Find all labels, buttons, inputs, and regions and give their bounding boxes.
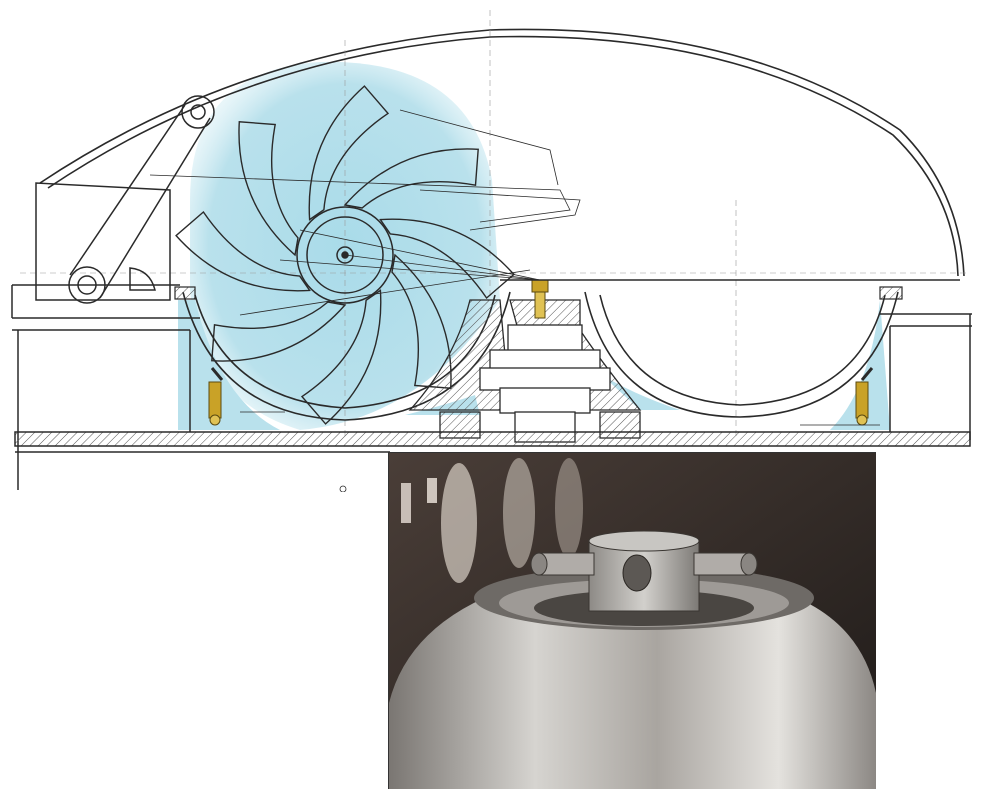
sweep-lines bbox=[149, 109, 581, 316]
dome-lid bbox=[39, 28, 965, 277]
spiral-blades bbox=[175, 85, 515, 425]
spiral-blade bbox=[343, 148, 479, 209]
spiral-blade bbox=[300, 289, 382, 425]
rim-blocks bbox=[174, 286, 903, 300]
base-frame bbox=[11, 279, 972, 490]
rotor-hub bbox=[296, 206, 394, 304]
spiral-blade bbox=[211, 301, 347, 362]
right-bowl bbox=[584, 291, 899, 418]
spiral-blade bbox=[379, 218, 515, 300]
nozzle-block bbox=[530, 530, 758, 612]
technical-drawing bbox=[11, 10, 972, 492]
construction-marks bbox=[240, 411, 880, 492]
spiral-blade bbox=[175, 210, 311, 292]
arm-linkage bbox=[35, 95, 215, 304]
right-spray-valve bbox=[855, 367, 874, 426]
background-blades bbox=[401, 458, 583, 583]
central-pedestal bbox=[408, 299, 642, 443]
spiral-blade bbox=[238, 121, 299, 257]
left-spray-valve bbox=[208, 367, 224, 426]
nozzle-hub-photo bbox=[388, 452, 876, 789]
